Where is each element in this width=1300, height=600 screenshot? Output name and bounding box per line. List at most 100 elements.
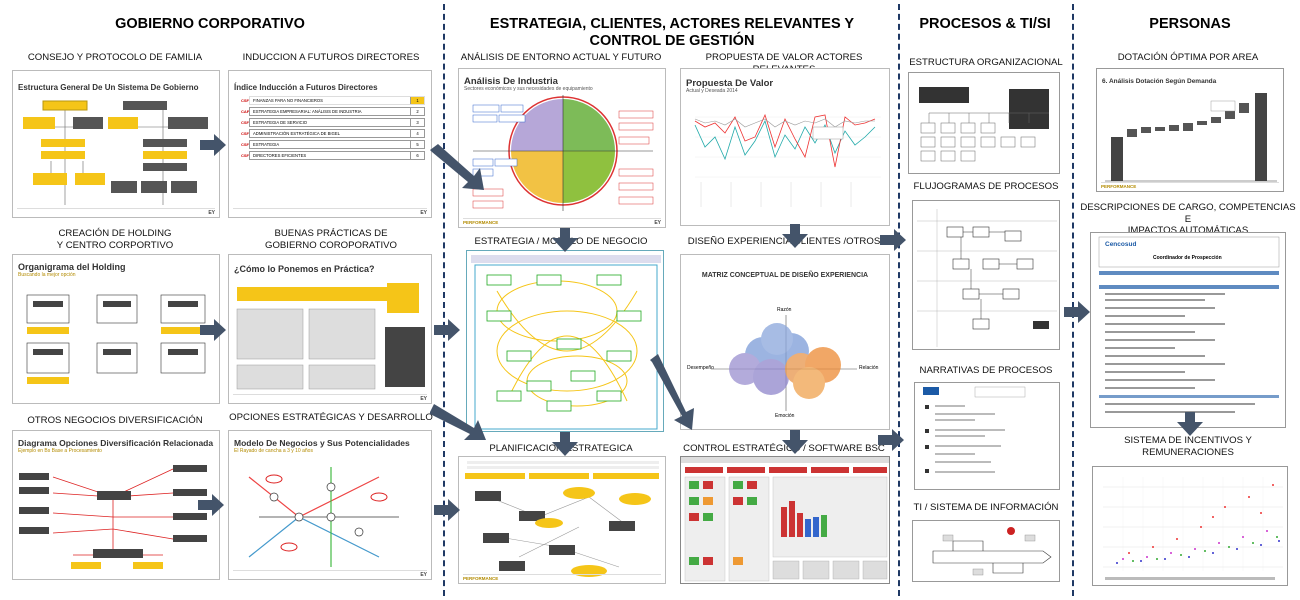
slide-ti[interactable] (912, 520, 1060, 582)
ey-logo: EY (208, 210, 215, 216)
arrow-icon (1064, 301, 1090, 323)
slide-buenas[interactable]: ¿Cómo lo Ponemos en Práctica? EY (228, 254, 432, 404)
slide-induccion[interactable]: Índice Inducción a Futuros Directores CS… (228, 70, 432, 218)
ey-logo: EY (420, 210, 427, 216)
separator-2 (898, 4, 900, 596)
separator-1 (443, 4, 445, 596)
label-dotacion: DOTACIÓN ÓPTIMA POR AREA (1117, 52, 1259, 63)
strategic-plan-map (465, 461, 659, 577)
ey-logo: EY (420, 572, 427, 578)
label-otros: OTROS NEGOCIOS DIVERSIFICACIÓN (27, 415, 203, 426)
experience-venn (711, 315, 857, 411)
label-consejo: CONSEJO Y PROTOCOLO DE FAMILIA (27, 52, 203, 63)
practices-diagram (236, 283, 425, 390)
label-estructura: ESTRUCTURA ORGANIZACIONAL (909, 57, 1063, 68)
slide-subtitle: Sectores económicos y sus necesidades de… (464, 86, 593, 92)
label-buenas: BUENAS PRÁCTICAS DE GOBIERNO COROPORATIV… (264, 228, 398, 251)
slide-subtitle: Buscando la mejor opción (18, 272, 76, 278)
slide-dotacion[interactable]: 6. Análisis Dotación Según Demanda PERFO… (1096, 68, 1284, 192)
section-header-estrategia: ESTRATEGIA, CLIENTES, ACTORES RELEVANTES… (489, 16, 855, 49)
governance-org-chart (23, 100, 208, 205)
incentives-scatter-chart (1103, 477, 1283, 580)
label-opciones: OPCIONES ESTRATÉGICAS Y DESARROLLO (229, 412, 433, 423)
slide-title: ¿Cómo lo Ponemos en Práctica? (234, 264, 375, 274)
slide-footer: EY (233, 570, 427, 578)
job-title: Coordinador de Prospección (1153, 255, 1222, 261)
label-analisis: ANÁLISIS DE ENTORNO ACTUAL Y FUTURO (460, 52, 662, 63)
slide-modelo[interactable] (466, 250, 664, 432)
slide-footer: PERFORMANCE (1101, 182, 1279, 189)
label-diseno: DISEÑO EXPERIENCIA CLIENTES /OTROS (687, 236, 881, 247)
separator-3 (1072, 4, 1074, 596)
staffing-waterfall-chart (1105, 93, 1277, 182)
label-incentivos: SISTEMA DE INCENTIVOS Y REMUNERACIONES (1124, 435, 1252, 458)
performance-logo: PERFORMANCE (463, 576, 499, 581)
section-header-procesos: PROCESOS & TI/SI (919, 16, 1051, 32)
slide-subtitle: Actual y Deseada 2014 (686, 88, 738, 94)
slide-descripciones[interactable]: Cencosud Coordinador de Prospección (1090, 232, 1286, 428)
slide-estructura[interactable] (908, 72, 1060, 174)
slide-title: Análisis De Industria (464, 76, 558, 87)
arrow-icon (434, 319, 460, 341)
axis-top-label: Razón (777, 307, 792, 313)
value-proposition-chart (694, 113, 881, 207)
slide-diseno[interactable]: MATRIZ CONCEPTUAL DE DISEÑO EXPERIENCIA … (680, 254, 890, 430)
slide-subtitle: Ejemplo en Bs Base a Procesamiento (18, 448, 102, 454)
slide-title: Propuesta De Valor (686, 78, 774, 89)
information-system-diagram (932, 527, 1052, 576)
slide-footer: PERFORMANCE (463, 574, 661, 581)
slide-otros[interactable]: Diagrama Opciones Diversificación Relaci… (12, 430, 220, 580)
brand-logo: Cencosud (1105, 241, 1137, 248)
label-ti: TI / SISTEMA DE INFORMACIÓN (913, 502, 1059, 513)
slide-flujogramas[interactable] (912, 200, 1060, 350)
slide-footer: PERFORMANCE EY (463, 218, 661, 226)
performance-logo: PERFORMANCE (463, 220, 499, 225)
slide-footer: EY (233, 394, 427, 402)
label-flujogramas: FLUJOGRAMAS DE PROCESOS (913, 181, 1059, 192)
label-holding: CREACIÓN DE HOLDING Y CENTRO CORPORTIVO (56, 228, 174, 251)
label-control: CONTROL ESTRATÉGICO / SOFTWARE BSC (683, 443, 885, 454)
slide-opciones[interactable]: Modelo De Negocios y Sus Potencialidades… (228, 430, 432, 580)
slide-title: Estructura General De Un Sistema De Gobi… (18, 83, 199, 92)
section-header-personas: PERSONAS (1149, 16, 1231, 32)
label-modelo: ESTRATEGIA / MODELO DE NEGOCIO (474, 236, 648, 247)
ey-logo: EY (420, 396, 427, 402)
diversification-diagram (19, 465, 207, 569)
process-narrative-doc (923, 386, 1026, 473)
slide-title: MATRIZ CONCEPTUAL DE DISEÑO EXPERIENCIA (701, 272, 869, 279)
slide-footer: EY (233, 208, 427, 216)
slide-title: Diagrama Opciones Diversificación Relaci… (18, 438, 214, 448)
slide-title: 6. Análisis Dotación Según Demanda (1102, 78, 1217, 85)
ey-logo: EY (654, 220, 661, 226)
slide-consejo[interactable]: Estructura General De Un Sistema De Gobi… (12, 70, 220, 218)
axis-left-label: Desempeño (687, 365, 714, 371)
business-model-map (248, 467, 399, 567)
slide-planificacion[interactable]: PERFORMANCE (458, 456, 666, 584)
label-narrativas: NARRATIVAS DE PROCESOS (919, 365, 1053, 376)
slide-control[interactable] (680, 456, 890, 584)
slide-holding[interactable]: Organigrama del Holding Buscando la mejo… (12, 254, 220, 404)
process-flowchart (917, 209, 1057, 347)
label-planificacion: PLANIFICACION ESTRATEGICA (489, 443, 633, 454)
slide-title: Organigrama del Holding (18, 262, 126, 272)
slide-analisis[interactable]: Análisis De Industria Sectores económico… (458, 68, 666, 228)
section-header-gobierno: GOBIERNO CORPORATIVO (115, 16, 305, 32)
slide-incentivos[interactable] (1092, 466, 1288, 586)
axis-right-label: Relación (859, 365, 879, 371)
slide-narrativas[interactable] (914, 382, 1060, 490)
axis-bottom-label: Emoción (775, 413, 795, 419)
job-description-doc (1098, 236, 1280, 413)
label-induccion: INDUCCION A FUTUROS DIRECTORES (242, 52, 420, 63)
slide-propuesta[interactable]: Propuesta De Valor Actual y Deseada 2014 (680, 68, 890, 226)
arrow-icon (434, 499, 460, 521)
industry-analysis-quadrant (472, 95, 654, 211)
org-structure-chart (919, 87, 1049, 162)
slide-title: Modelo De Negocios y Sus Potencialidades (234, 438, 410, 448)
slide-footer: EY (17, 208, 215, 216)
bsc-software-dashboard (681, 457, 889, 582)
